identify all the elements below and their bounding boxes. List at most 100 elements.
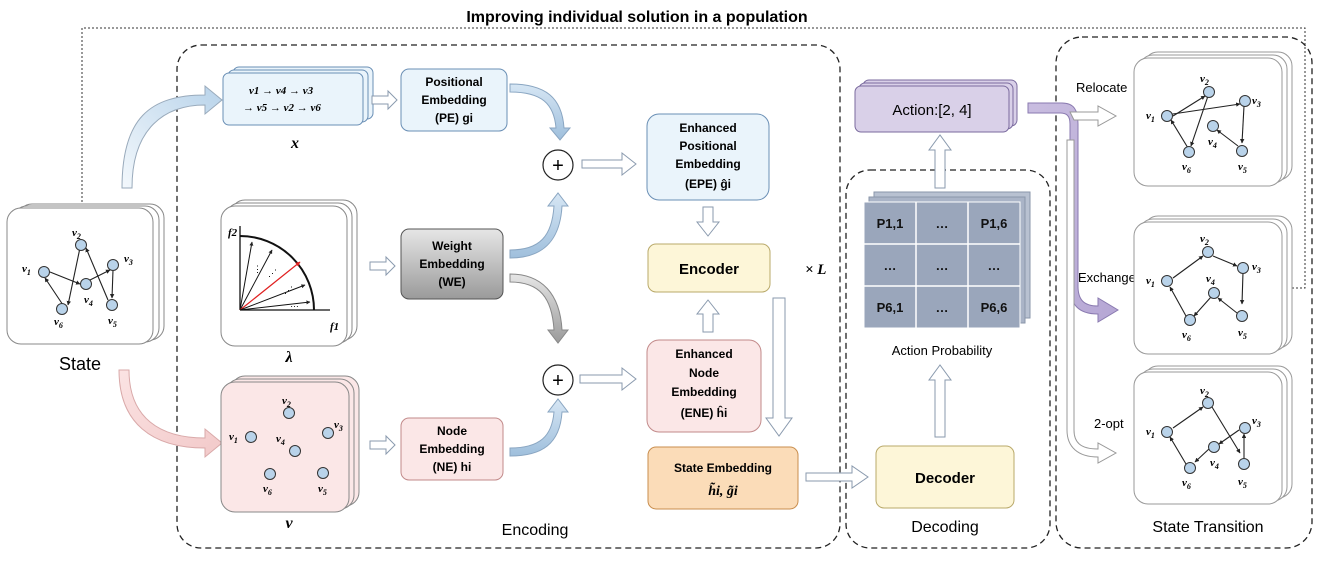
state-embedding-line-1: State Embedding xyxy=(674,461,772,475)
svg-text:v1: v1 xyxy=(22,263,31,277)
epe-line-2: Positional xyxy=(679,139,736,153)
svg-text:v4: v4 xyxy=(276,433,285,447)
sequence-line-2: → v5 → v2 → v6 xyxy=(243,102,321,114)
op-2opt-label: 2-opt xyxy=(1094,416,1124,431)
probability-cell-1-2: … xyxy=(988,258,1001,273)
svg-text:v3: v3 xyxy=(124,253,133,267)
decoder-to-probability-arrow xyxy=(928,364,952,438)
epe-to-encoder-arrow xyxy=(695,206,721,237)
ne-line-1: Node xyxy=(437,424,467,438)
svg-text:v4: v4 xyxy=(1206,273,1215,287)
we-line-3: (WE) xyxy=(438,275,465,289)
svg-text:v5: v5 xyxy=(1238,161,1247,175)
probability-grid: P1,1…P1,6………P6,1…P6,6 xyxy=(863,201,1021,329)
exchange-graph: v2 v3 v1 v4 v5 v6 xyxy=(1146,233,1261,343)
we-line-2: Embedding xyxy=(419,257,484,271)
ne-line-2: Embedding xyxy=(419,442,484,456)
svg-text:v2: v2 xyxy=(282,395,291,409)
svg-text:v2: v2 xyxy=(1200,233,1209,247)
pe-line-1: Positional xyxy=(425,75,482,89)
ene-line-3: Embedding xyxy=(671,385,736,399)
relocate-card-stack xyxy=(1133,51,1293,187)
svg-text:…: … xyxy=(290,299,299,309)
svg-text:v1: v1 xyxy=(1146,426,1155,440)
encoding-label: Encoding xyxy=(502,522,569,539)
plus-circle-bottom xyxy=(542,364,574,396)
relocate-graph: v2 v3 v1 v4 v5 v6 xyxy=(1146,73,1261,175)
svg-text:v5: v5 xyxy=(1238,476,1247,490)
action-card-stack xyxy=(854,79,1018,133)
svg-text:⋰: ⋰ xyxy=(268,268,277,278)
diagram-title: Improving individual solution in a popul… xyxy=(466,9,807,26)
probability-cell-0-1: … xyxy=(936,216,949,231)
svg-text:v2: v2 xyxy=(72,227,81,241)
op-relocate-label: Relocate xyxy=(1076,80,1127,95)
probability-cell-1-0: … xyxy=(884,258,897,273)
probability-cell-1-1: … xyxy=(936,258,949,273)
svg-text:v3: v3 xyxy=(1252,415,1261,429)
probability-cell-2-1: … xyxy=(936,300,949,315)
ene-line-2: Node xyxy=(689,366,719,380)
svg-text:⋮: ⋮ xyxy=(253,264,262,274)
svg-text:v3: v3 xyxy=(334,419,343,433)
ne-line-3: (NE) hi xyxy=(433,460,472,474)
positional-embedding-box xyxy=(400,68,508,132)
svg-text:⋰: ⋰ xyxy=(284,285,293,295)
encoder-repeat-label: × L xyxy=(805,262,826,278)
f2-axis-label: f2 xyxy=(228,227,238,239)
svg-text:v5: v5 xyxy=(318,483,327,497)
two-opt-graph: v2 v3 v1 v4 v5 v6 xyxy=(1146,385,1261,491)
svg-text:v5: v5 xyxy=(1238,327,1247,341)
epe-line-1: Enhanced xyxy=(679,121,736,135)
sequence-line-1: v1 → v4 → v3 xyxy=(249,85,314,97)
two-opt-arrow xyxy=(1066,139,1118,464)
embedding-merge-arrows xyxy=(509,83,572,457)
node-embedding-box xyxy=(400,417,504,481)
pe-line-2: Embedding xyxy=(421,93,486,107)
ene-to-encoder-arrow xyxy=(695,299,721,333)
weight-embedding-box xyxy=(400,228,504,300)
svg-text:v6: v6 xyxy=(1182,329,1191,343)
we-line-1: Weight xyxy=(432,239,472,253)
plus-circle-top xyxy=(542,149,574,181)
op-exchange-label: Exchange xyxy=(1078,270,1136,285)
action-probability-label: Action Probability xyxy=(892,343,993,358)
svg-text:v1: v1 xyxy=(1146,110,1155,124)
sequence-card-stack xyxy=(222,66,374,126)
encoder-label: Encoder xyxy=(679,261,739,278)
epe-box xyxy=(646,113,770,201)
svg-text:v3: v3 xyxy=(1252,261,1261,275)
decoder-label: Decoder xyxy=(915,470,975,487)
svg-text:v4: v4 xyxy=(1208,136,1217,150)
encoding-frame xyxy=(176,44,841,549)
state-transition-frame xyxy=(1055,36,1313,549)
ene-line-1: Enhanced xyxy=(675,347,732,361)
ene-line-4: (ENE) ĥi xyxy=(681,405,728,420)
ene-box xyxy=(646,339,762,433)
svg-text:v5: v5 xyxy=(108,315,117,329)
encoder-box xyxy=(647,243,771,293)
svg-text:v4: v4 xyxy=(1210,457,1219,471)
action-label: Action:[2, 4] xyxy=(892,102,971,119)
svg-text:v6: v6 xyxy=(54,316,63,330)
svg-text:v6: v6 xyxy=(1182,161,1191,175)
state-to-nodes-arrow xyxy=(118,369,223,459)
decoding-label: Decoding xyxy=(911,519,979,536)
decoder-box xyxy=(875,445,1015,509)
sequence-var-label: x xyxy=(290,135,299,152)
plus-symbol-top: + xyxy=(552,155,564,177)
svg-text:v6: v6 xyxy=(1182,477,1191,491)
nodes-scatter: v2 v3 v1 v4 v5 v6 xyxy=(229,395,343,497)
svg-text:v2: v2 xyxy=(1200,73,1209,87)
state-transition-label: State Transition xyxy=(1152,519,1263,536)
encoder-to-state-embedding-arrow xyxy=(765,297,793,437)
state-graph: v2 v3 v1 v4 v5 v6 xyxy=(22,227,133,330)
state-card-stack xyxy=(6,203,165,345)
feedback-dotted-line xyxy=(80,27,1306,289)
svg-text:v4: v4 xyxy=(84,294,93,308)
pareto-weight-plot: ⋮ ⋰ ⋰ … xyxy=(239,226,330,311)
svg-text:v1: v1 xyxy=(229,431,238,445)
state-to-sequence-arrow xyxy=(121,84,223,189)
svg-text:v3: v3 xyxy=(1252,95,1261,109)
